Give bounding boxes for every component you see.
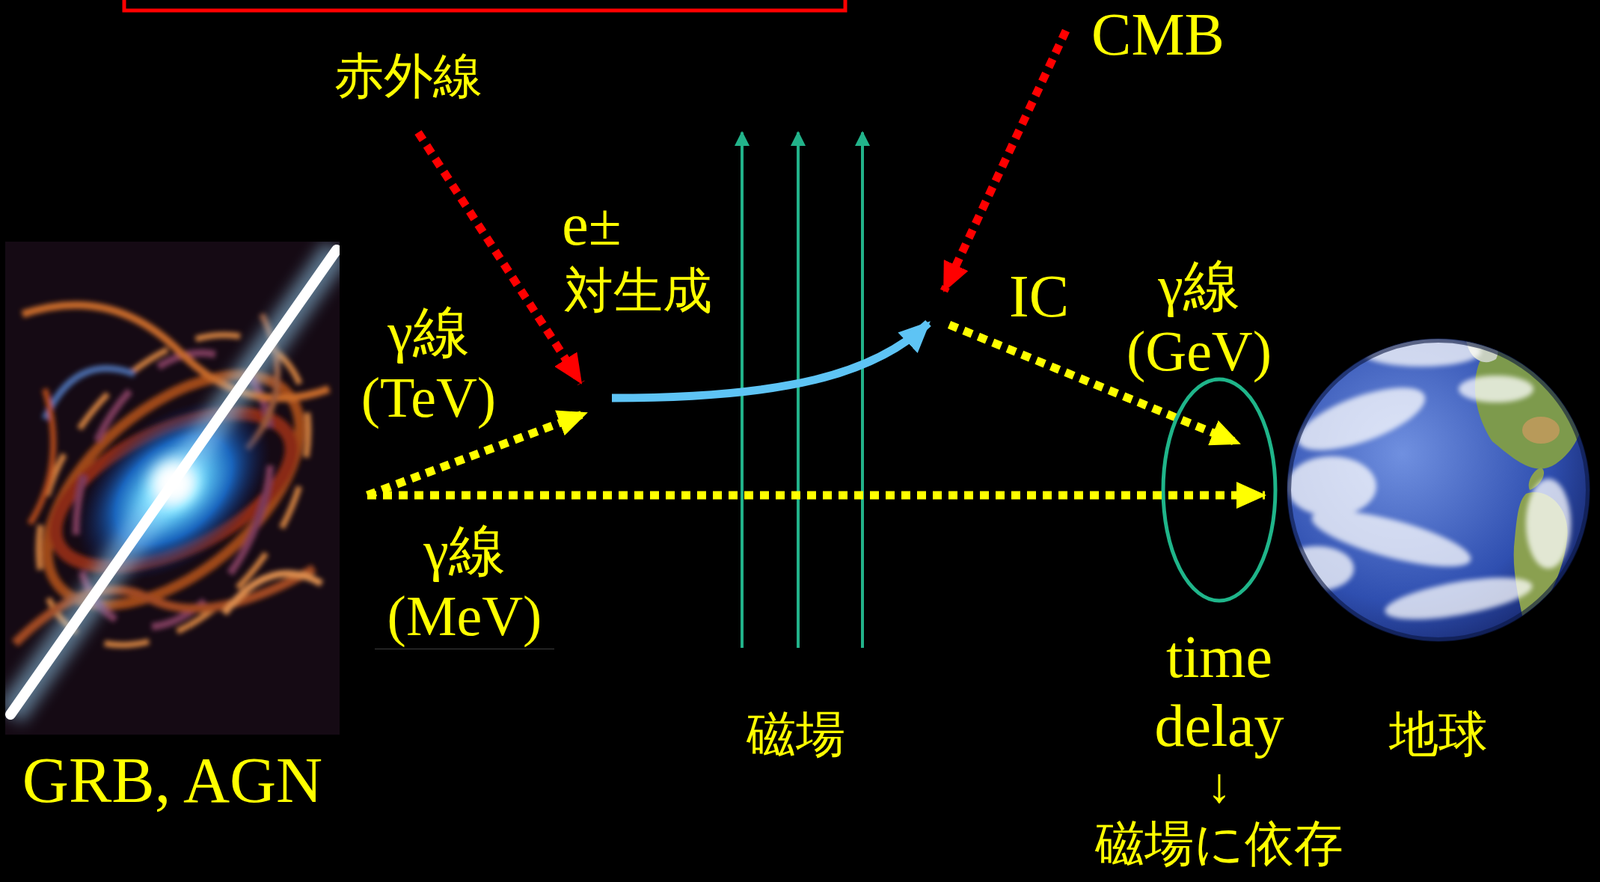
pair-production-label: 対生成 bbox=[564, 262, 713, 320]
cloud bbox=[1279, 546, 1354, 591]
cloud bbox=[1290, 374, 1433, 464]
core-glow bbox=[151, 460, 196, 505]
jet-glow bbox=[10, 249, 337, 715]
gev-gamma-label: γ線 (GeV) bbox=[1109, 253, 1289, 385]
earth-limb bbox=[1288, 340, 1589, 640]
grb-illustration bbox=[5, 241, 340, 735]
field-dependence-label: 磁場に依存 bbox=[1095, 815, 1344, 873]
label-anchor: CMB bbox=[1091, 0, 1225, 69]
label-anchor: γ線 (TeV) bbox=[338, 299, 519, 431]
label-anchor: e± bbox=[561, 189, 621, 259]
label-anchor: ↓ bbox=[1207, 756, 1232, 814]
label-anchor: 赤外線 bbox=[334, 47, 483, 105]
cloud bbox=[1525, 478, 1571, 569]
label-anchor: IC bbox=[1009, 261, 1069, 331]
field-line bbox=[796, 132, 800, 648]
gas-swirl bbox=[29, 388, 54, 524]
gas-swirl bbox=[224, 573, 322, 614]
label-anchor: 磁場 bbox=[746, 706, 846, 763]
field-line bbox=[860, 132, 864, 648]
earth-ocean bbox=[1287, 338, 1590, 642]
jet bbox=[10, 249, 337, 715]
cloud bbox=[1286, 456, 1377, 517]
tev-gamma-label: γ線 (TeV) bbox=[338, 299, 519, 431]
earth-node: 地球 bbox=[1287, 338, 1590, 763]
label-anchor: γ線 (GeV) bbox=[1109, 253, 1289, 385]
down-arrow-label: ↓ bbox=[1207, 756, 1232, 814]
node-caption: 地球 bbox=[1389, 706, 1488, 763]
infrared-label: 赤外線 bbox=[334, 47, 483, 105]
pair-trajectory bbox=[611, 323, 929, 398]
gas-swirl bbox=[5, 330, 340, 650]
arrival-ellipse bbox=[1163, 379, 1276, 601]
edge-label-anchor: γ線 (MeV) bbox=[374, 518, 555, 650]
mev-gamma-arrow bbox=[367, 491, 1265, 500]
cmb-label: CMB bbox=[1091, 0, 1225, 69]
earth-illustration bbox=[1279, 336, 1590, 642]
label-anchor: 磁場に依存 bbox=[1095, 815, 1344, 873]
edge-label: γ線 (MeV) bbox=[374, 518, 555, 650]
label-anchor: time delay bbox=[1136, 622, 1302, 760]
electron-positron-label: e± bbox=[561, 189, 621, 259]
node-caption: GRB, AGN bbox=[22, 743, 323, 818]
desert bbox=[1522, 416, 1560, 444]
gas-swirl bbox=[44, 368, 135, 420]
ic-label: IC bbox=[1009, 261, 1069, 331]
grb-background bbox=[5, 241, 340, 735]
magnetic-field-label: 磁場 bbox=[746, 706, 846, 763]
cloud bbox=[1458, 375, 1534, 403]
continent bbox=[1475, 347, 1585, 469]
cmb-arrow bbox=[943, 30, 1066, 291]
grb-agn-source: GRB, AGN bbox=[5, 241, 340, 818]
label-anchor: 対生成 bbox=[564, 262, 713, 320]
title-frame bbox=[124, 0, 846, 11]
accretion-disk bbox=[41, 363, 306, 617]
time-delay-label: time delay bbox=[1136, 622, 1302, 760]
